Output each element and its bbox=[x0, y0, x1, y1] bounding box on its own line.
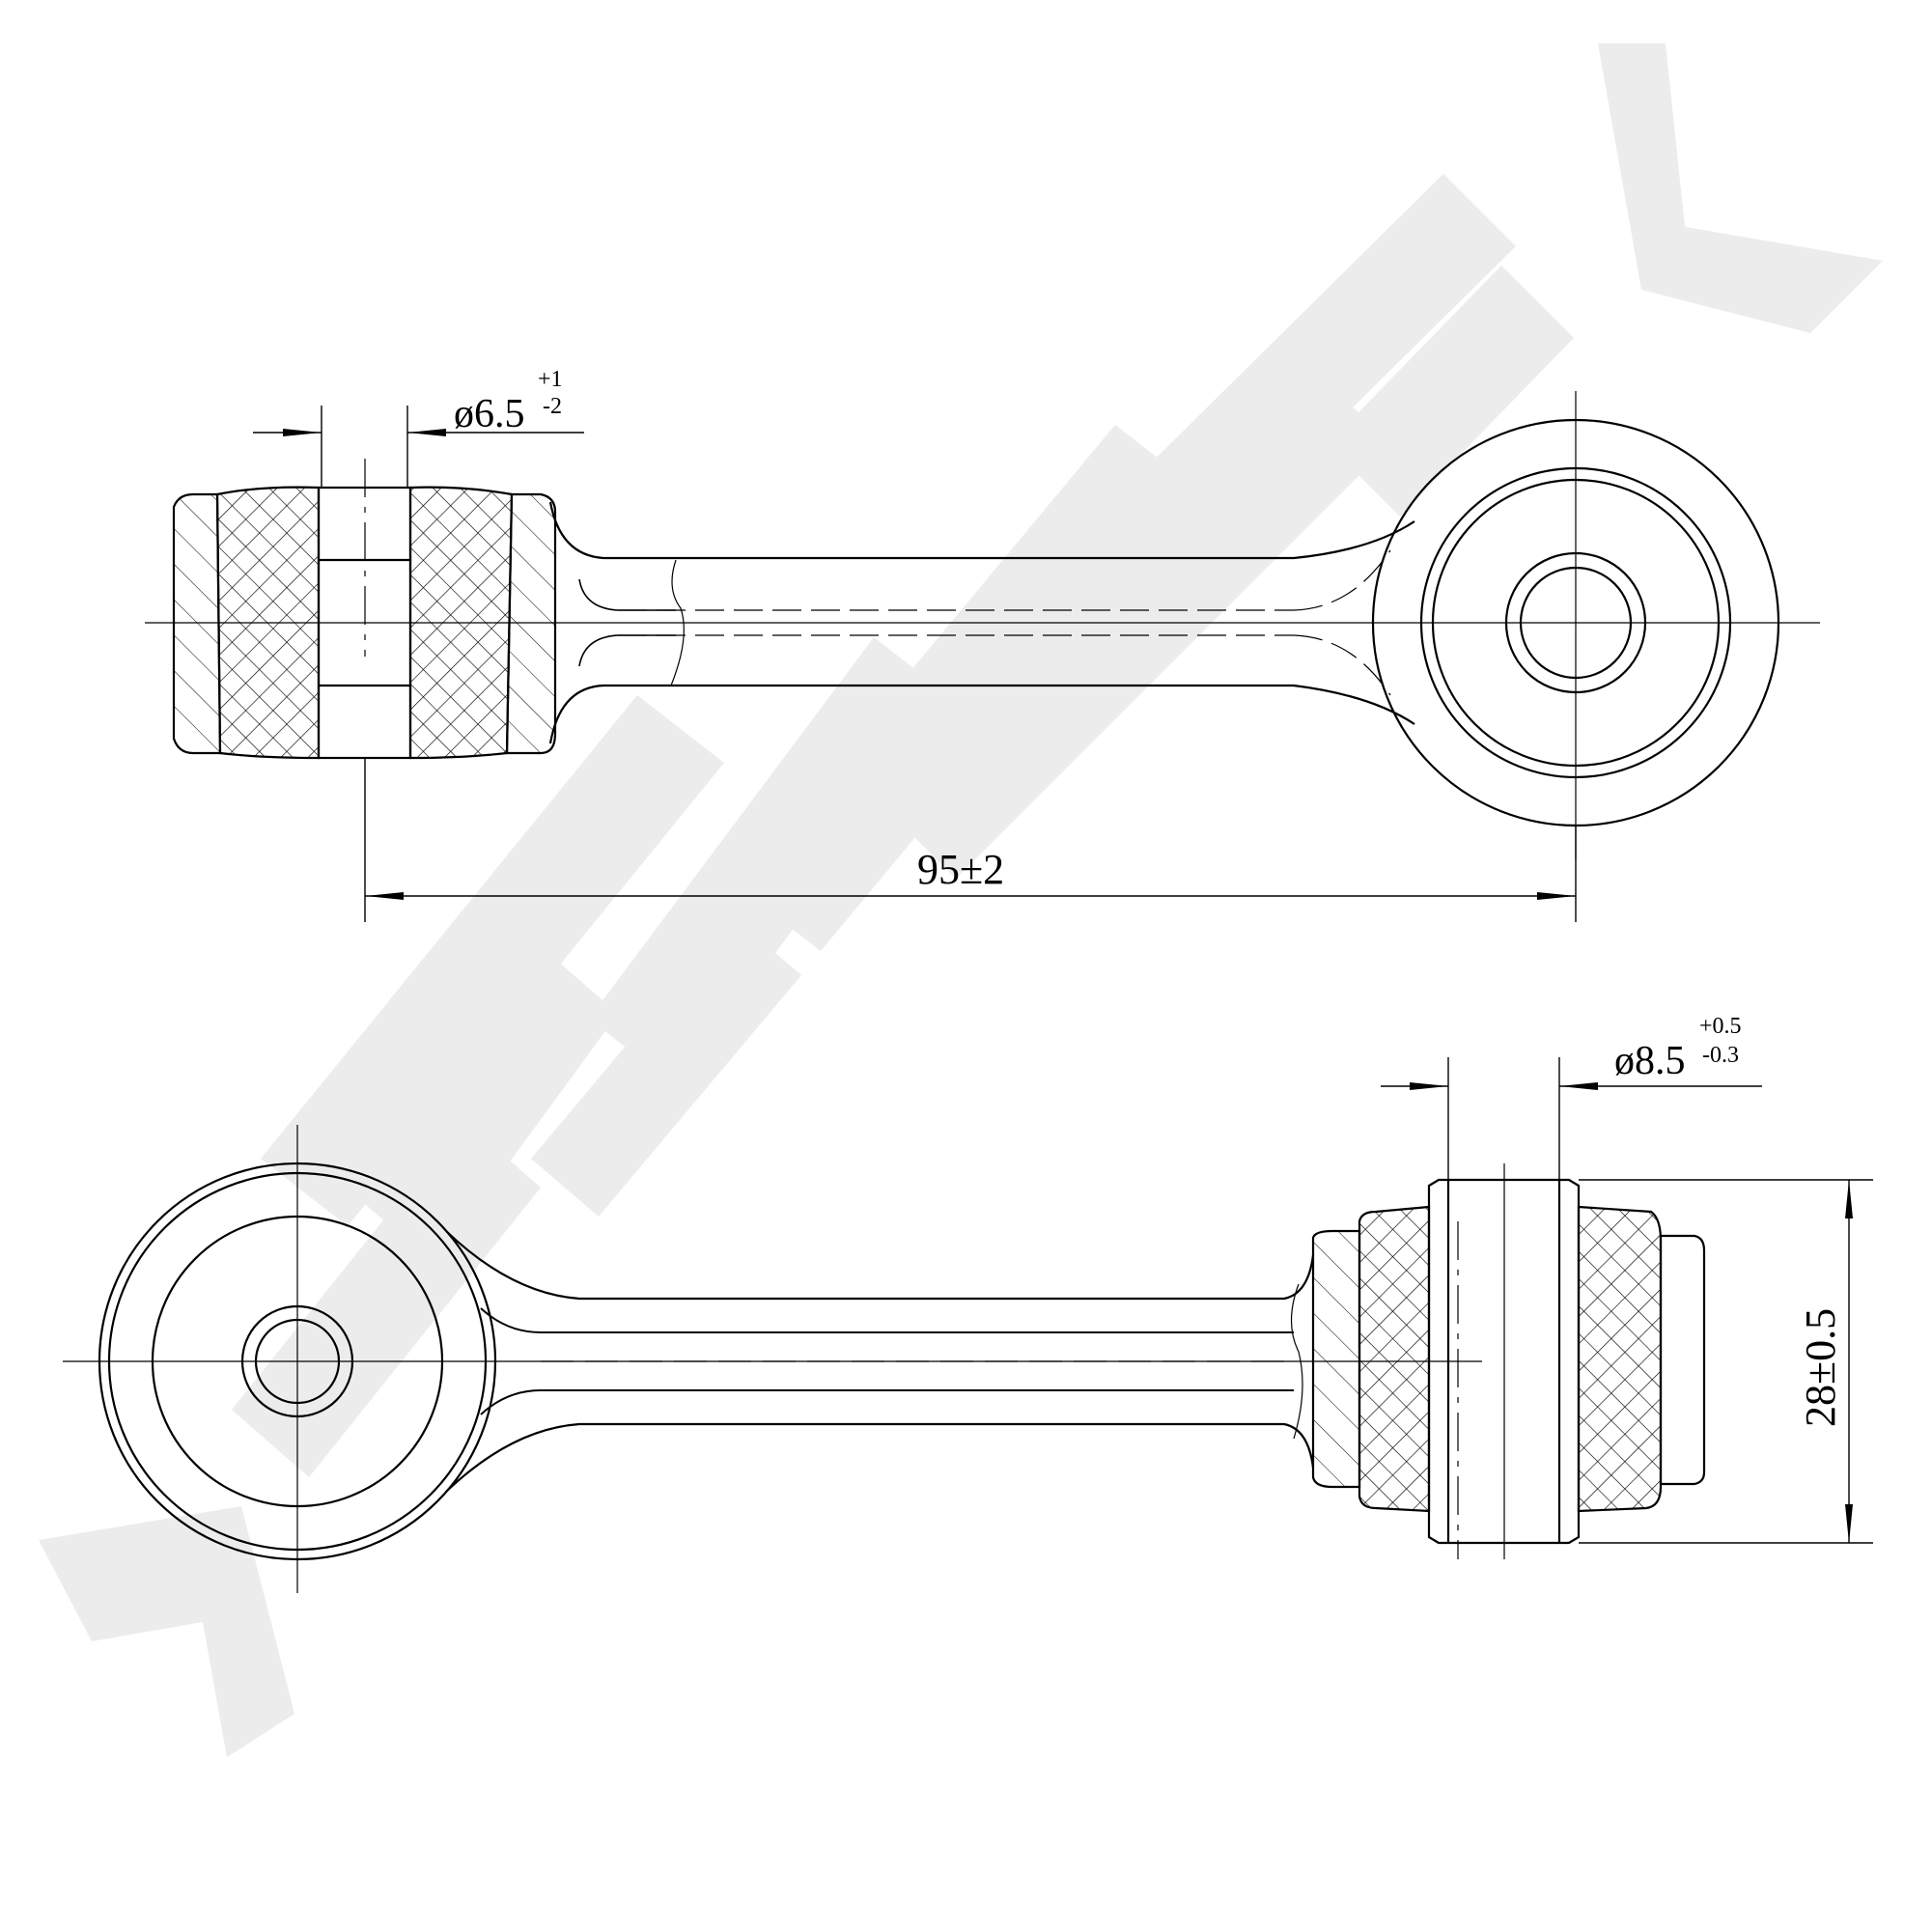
svg-text:-2: -2 bbox=[543, 394, 562, 419]
bottom-shaft bbox=[445, 1230, 1315, 1301]
center-distance-label: 95±2 bbox=[917, 846, 1004, 893]
bottom-height-dimension bbox=[1579, 1179, 1873, 1544]
svg-text:+1: +1 bbox=[538, 367, 563, 392]
svg-text:-0.3: -0.3 bbox=[1702, 1043, 1739, 1068]
bottom-left-eye bbox=[98, 1162, 497, 1561]
top-view bbox=[145, 391, 1820, 922]
top-shaft bbox=[548, 501, 1415, 560]
top-shaft-lower bbox=[548, 684, 1415, 744]
bushing-height-label: 28±0.5 bbox=[1797, 1308, 1844, 1427]
bottom-hole-dimension-label: ø8.5 +0.5 -0.3 bbox=[1614, 1014, 1742, 1083]
bottom-hole-dimension bbox=[1381, 1057, 1762, 1180]
svg-text:ø8.5: ø8.5 bbox=[1614, 1039, 1686, 1083]
top-left-bushing bbox=[172, 486, 557, 760]
bottom-view bbox=[63, 1057, 1873, 1593]
watermark-logo bbox=[39, 43, 1883, 1757]
top-hole-dimension bbox=[253, 406, 584, 488]
top-length-dimension bbox=[364, 758, 1577, 922]
top-hole-dimension-label: ø6.5 +1 -2 bbox=[454, 367, 563, 436]
svg-text:ø6.5: ø6.5 bbox=[454, 392, 525, 436]
bottom-right-bushing bbox=[1311, 1178, 1706, 1559]
svg-text:+0.5: +0.5 bbox=[1699, 1014, 1742, 1039]
